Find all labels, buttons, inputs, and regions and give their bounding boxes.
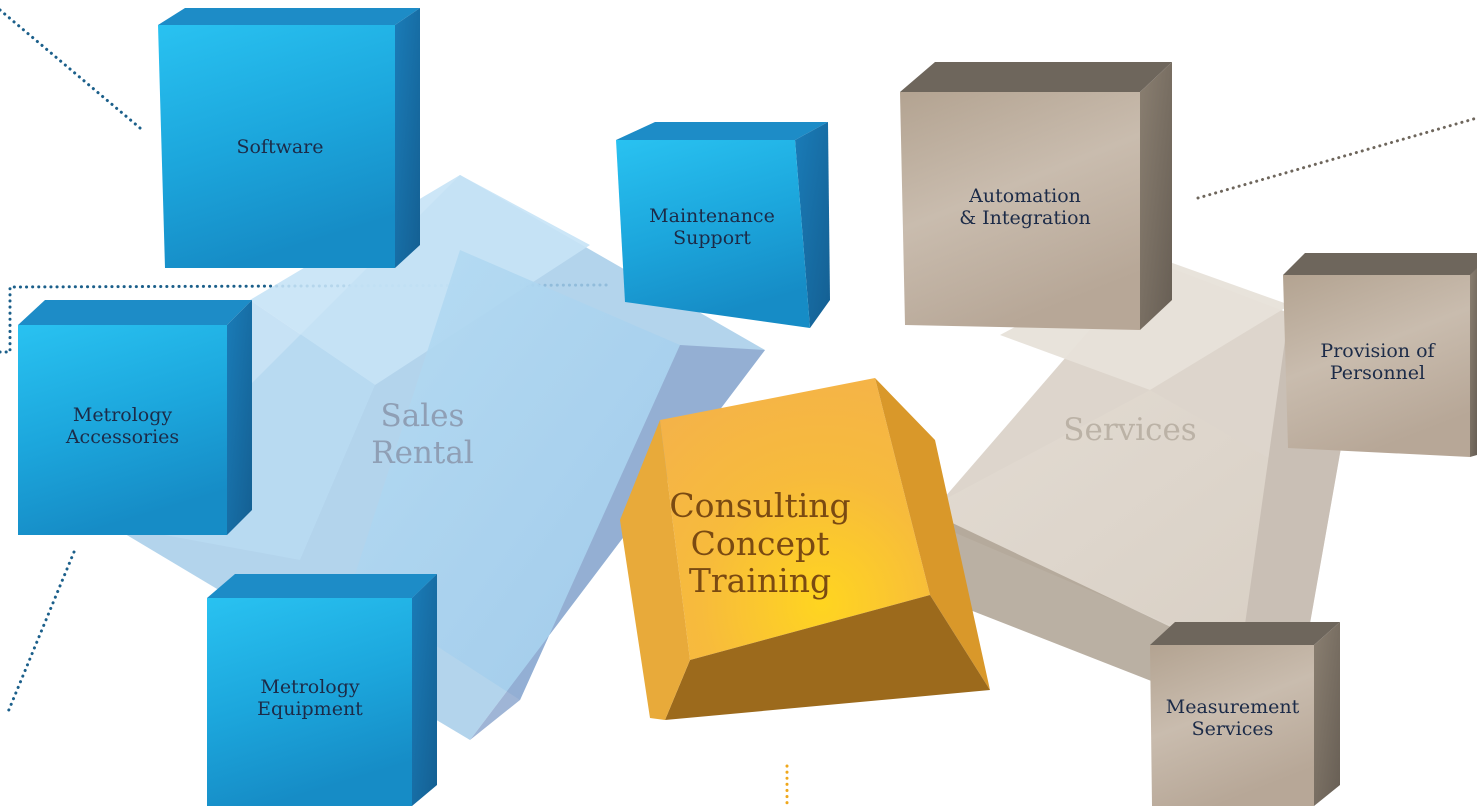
consulting-cube — [620, 378, 990, 720]
automation-cube — [900, 62, 1172, 330]
metrology-equipment-cube — [207, 574, 437, 806]
software-cube — [158, 8, 420, 268]
connector-bottom-left — [6, 550, 76, 714]
connector-top-left — [0, 8, 142, 130]
measurement-cube — [1150, 622, 1340, 806]
personnel-cube — [1283, 253, 1477, 457]
connector-lines — [0, 8, 1477, 806]
maintenance-cube — [616, 122, 830, 328]
connector-middle-left — [0, 283, 612, 354]
connector-top-right — [1196, 116, 1477, 200]
metrology-accessories-cube — [18, 300, 252, 535]
